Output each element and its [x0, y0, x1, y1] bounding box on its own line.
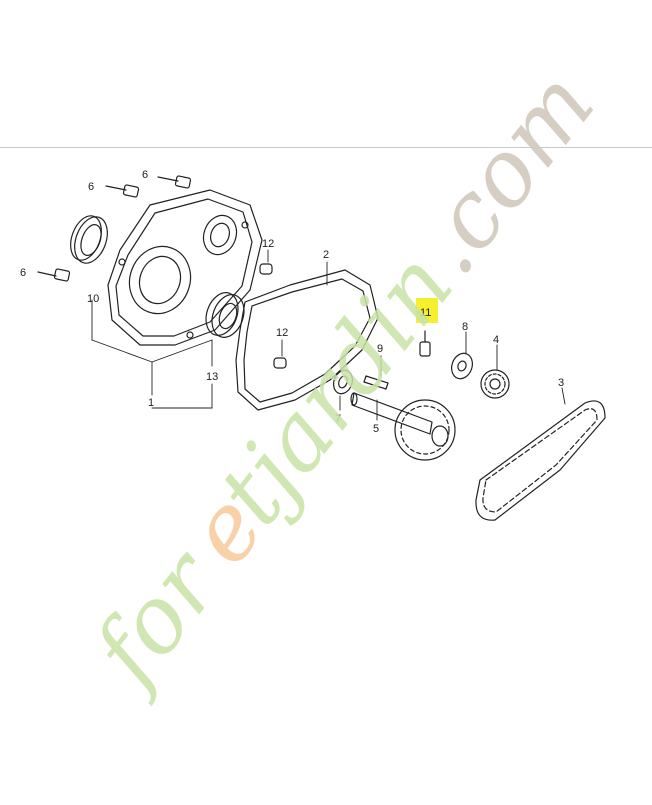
svg-text:tjardin: tjardin	[197, 233, 473, 545]
key-9	[363, 375, 389, 390]
callout-5: 5	[373, 423, 379, 435]
callout-1: 1	[148, 397, 154, 409]
bolt-6-top	[157, 175, 192, 189]
housing-1	[107, 189, 263, 346]
callout-8: 8	[462, 321, 468, 333]
callout-2: 2	[323, 249, 329, 261]
oil-seal-10	[70, 215, 108, 264]
gasket-2	[235, 269, 379, 411]
callout-7: 7	[335, 413, 341, 425]
svg-text:.com: .com	[393, 52, 615, 294]
chain-3	[475, 400, 606, 521]
drive-sprocket-4	[480, 369, 510, 399]
washer-8	[451, 352, 473, 380]
callout-11: 11	[420, 307, 431, 319]
callout-3: 3	[558, 377, 564, 389]
callout-4: 4	[493, 334, 499, 346]
callout-12a: 12	[262, 238, 274, 250]
callout-13: 13	[206, 371, 218, 383]
bolt-6-mid	[105, 184, 140, 198]
dowel-pin-12-lower	[273, 357, 287, 369]
highlight-box	[416, 298, 438, 323]
callout-9: 9	[377, 343, 383, 355]
callout-6a: 6	[142, 169, 148, 181]
callout-12b: 12	[276, 327, 288, 339]
divider-line	[0, 147, 652, 148]
bolt-11	[419, 330, 431, 357]
callout-10: 10	[87, 293, 99, 305]
shaft-sprocket-5	[350, 392, 456, 461]
callout-6c: 6	[20, 267, 26, 279]
callout-6b: 6	[88, 181, 94, 193]
dowel-pin-12-upper	[259, 263, 273, 275]
bolt-6-left	[37, 268, 71, 282]
washer-7	[332, 369, 354, 395]
watermark-logo: for e tjardin .com	[69, 52, 615, 708]
